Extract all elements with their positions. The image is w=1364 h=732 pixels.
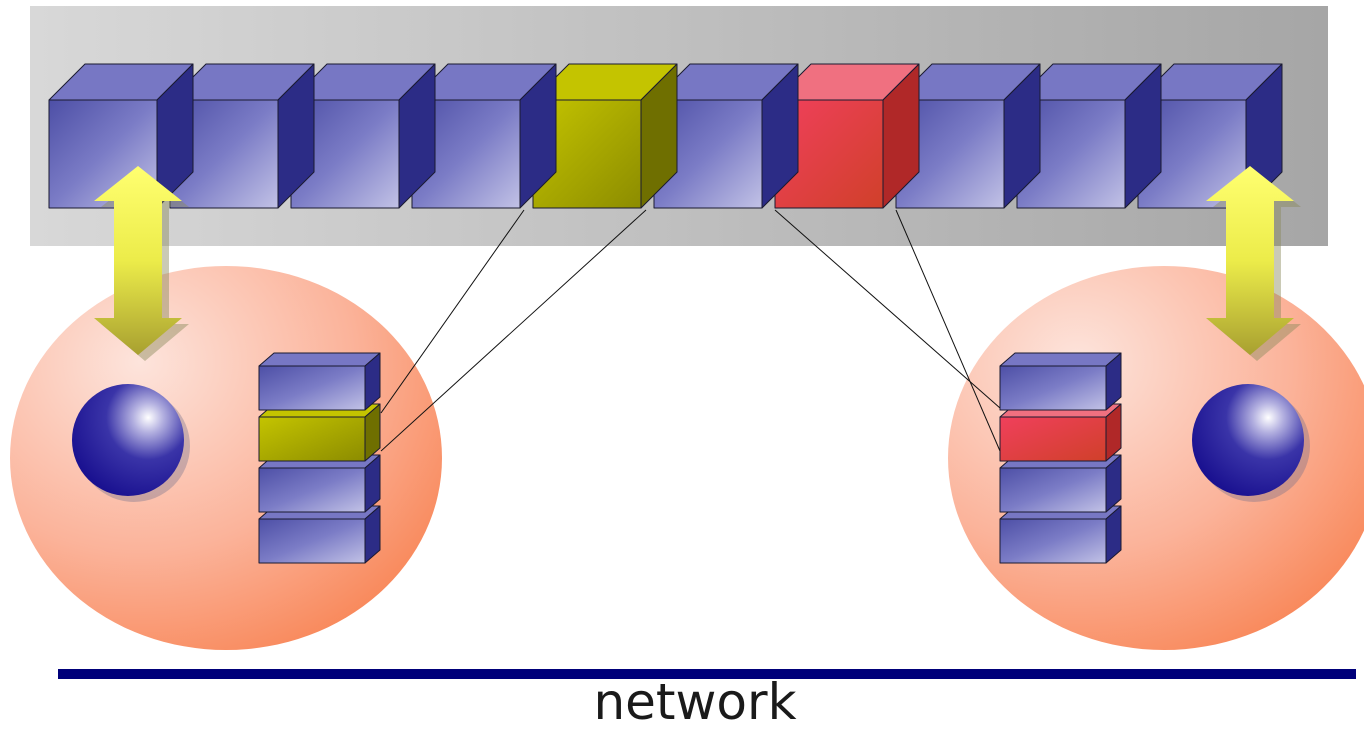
- network-label: network: [593, 673, 797, 731]
- shared-memory-cells: [48, 63, 1283, 209]
- right-double-arrow-icon: [1206, 166, 1301, 361]
- right-process-sphere-icon: [1192, 384, 1310, 502]
- left-node-memory-block-1: [258, 352, 381, 411]
- node-memory-stacks: [258, 352, 1122, 564]
- shared-memory-cell-6: [653, 63, 799, 209]
- left-node-memory-block-3: [258, 454, 381, 513]
- left-node-memory-block-2: [258, 403, 381, 462]
- left-node-memory-block-4: [258, 505, 381, 564]
- mapping-line-1: [380, 209, 525, 414]
- mapping-line-4: [895, 209, 1001, 452]
- mapping-lines: [380, 209, 1001, 452]
- network-line: [58, 669, 1356, 679]
- right-node-memory-block-2: [999, 403, 1122, 462]
- shared-memory-cell-1: [48, 63, 194, 209]
- mapping-line-3: [774, 209, 1001, 409]
- left-double-arrow-icon: [94, 166, 189, 361]
- shared-memory-cell-9: [1016, 63, 1162, 209]
- shared-memory-cell-5: [532, 63, 678, 209]
- shared-memory-cell-7: [774, 63, 920, 209]
- mapping-line-2: [380, 209, 647, 452]
- right-node-memory-block-3: [999, 454, 1122, 513]
- right-node-memory-block-4: [999, 505, 1122, 564]
- left-process-sphere-icon: [72, 384, 190, 502]
- shared-memory-cell-4: [411, 63, 557, 209]
- shared-memory-cell-8: [895, 63, 1041, 209]
- right-node-memory-block-1: [999, 352, 1122, 411]
- shared-memory-cell-2: [169, 63, 315, 209]
